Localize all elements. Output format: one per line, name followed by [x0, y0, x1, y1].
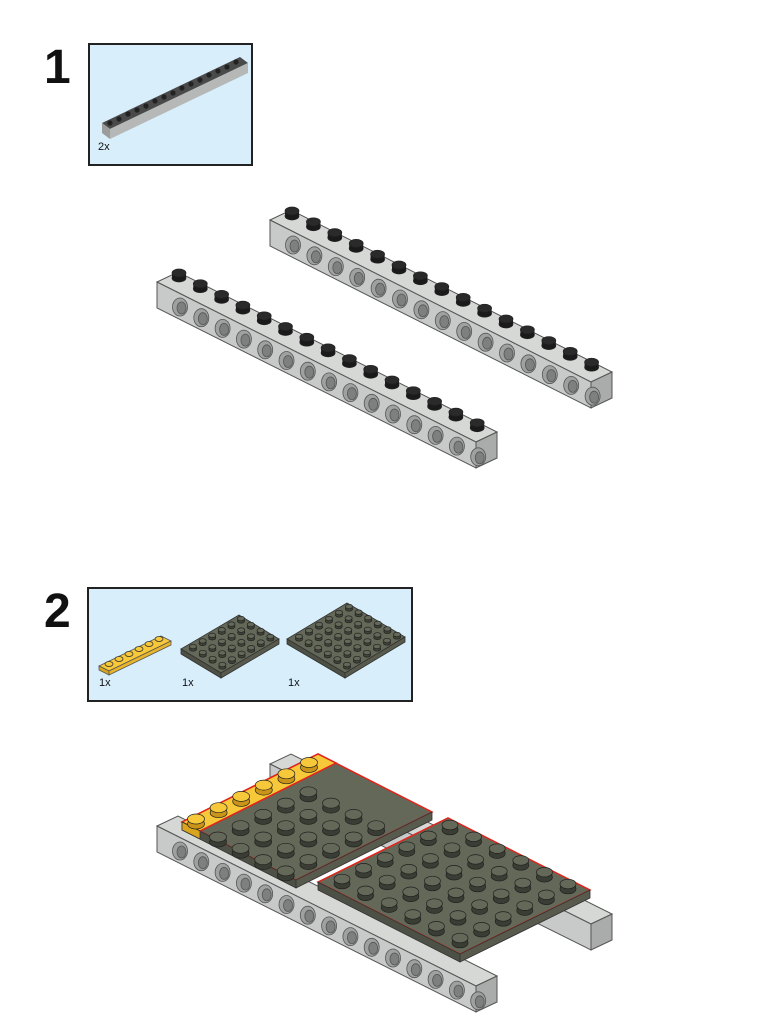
plate-6x6-placed: [316, 817, 592, 963]
part-quantity: 2x: [98, 141, 110, 153]
part-quantity: 1x: [288, 677, 300, 689]
technic-beam-front: [155, 268, 499, 469]
yellow-plate-icon: [98, 635, 172, 676]
part-quantity: 1x: [182, 677, 194, 689]
beam-part-icon: [102, 57, 248, 139]
parts-callout: 1x 1x 1x: [87, 587, 413, 702]
technic-beam-back: [268, 206, 614, 409]
plate-4x6-placed: [180, 753, 434, 889]
technic-beam-back-assembly: [268, 753, 614, 951]
step-number: 1: [44, 41, 71, 94]
step-number: 2: [44, 585, 71, 638]
parts-callout: 2x: [88, 43, 253, 166]
yellow-plate-placed: [180, 753, 338, 840]
part-quantity: 1x: [99, 677, 111, 689]
dark-gray-plate-4x6-icon: [180, 614, 280, 679]
dark-gray-plate-6x6-icon: [286, 602, 406, 679]
plate-parts-icons: [98, 602, 406, 679]
technic-beam-front-assembly: [155, 815, 499, 1013]
